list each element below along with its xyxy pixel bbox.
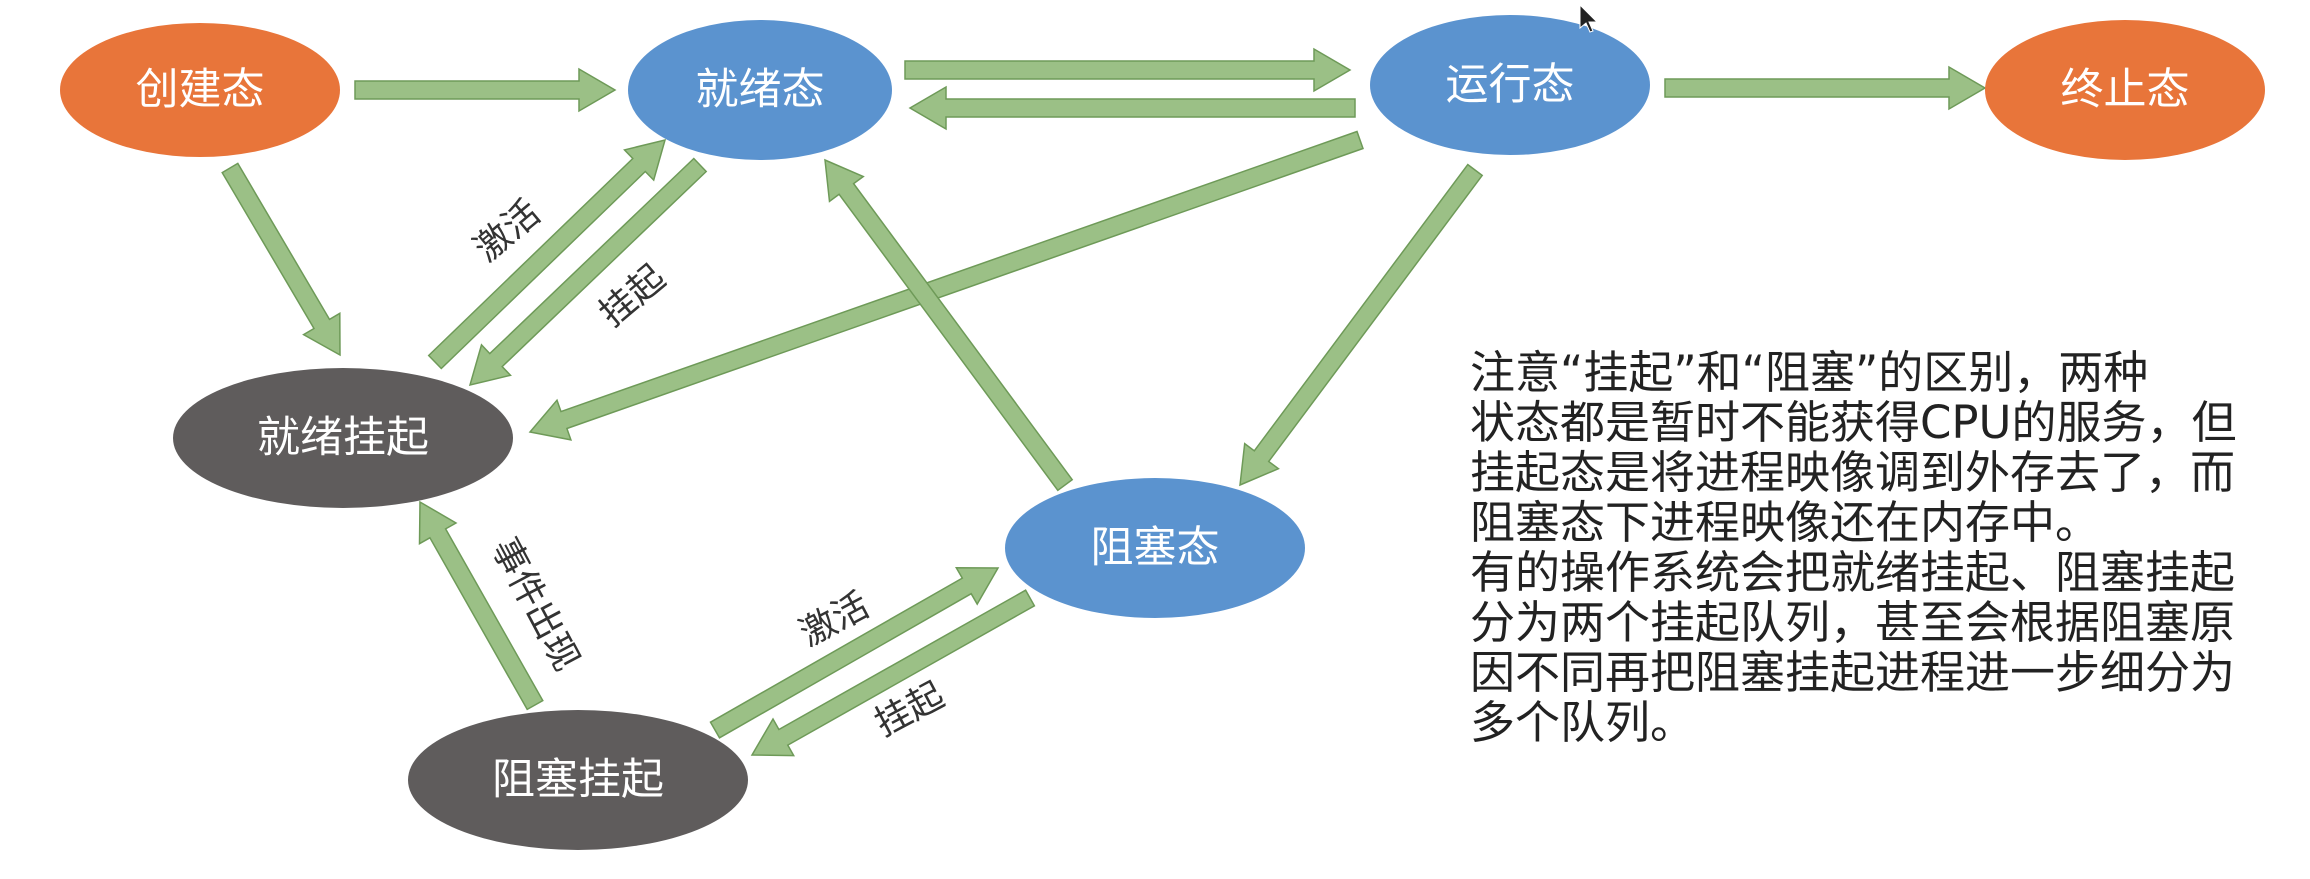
node-blocked: 阻塞态 <box>1005 478 1305 618</box>
arrow-ready-to-ready-suspend <box>468 157 708 387</box>
note-line: 挂起态是将进程映像调到外存去了，而 <box>1470 446 2236 499</box>
node-ready: 就绪态 <box>628 20 892 160</box>
arrow-blocked-to-blocked-suspend <box>750 589 1036 757</box>
arrow-blocked-suspend-to-blocked <box>709 566 1000 739</box>
node-blocked-suspend-label: 阻塞挂起 <box>492 755 664 805</box>
node-blocked-suspend: 阻塞挂起 <box>408 710 748 850</box>
note-line: 阻塞态下进程映像还在内存中。 <box>1470 496 2101 549</box>
node-create: 创建态 <box>60 23 340 157</box>
node-ready-label: 就绪态 <box>696 65 825 115</box>
note-line: 多个队列。 <box>1470 696 1696 749</box>
arrow-blocked-suspend-to-ready-suspend <box>418 500 544 711</box>
note-line: 分为两个挂起队列，甚至会根据阻塞原 <box>1470 596 2236 649</box>
note-line: 注意“挂起”和“阻塞”的区别，两种 <box>1470 346 2149 399</box>
mouse-cursor-icon <box>1579 3 1599 33</box>
arrow-ready-suspend-to-ready <box>427 138 667 370</box>
arrow-running-to-ready-suspend <box>528 130 1364 441</box>
note-text-block: 注意“挂起”和“阻塞”的区别，两种 状态都是暂时不能获得CPU的服务，但 挂起态… <box>1470 348 2295 748</box>
node-ready-suspend-label: 就绪挂起 <box>257 413 429 463</box>
arrow-create-to-ready-suspend <box>221 162 341 357</box>
arrow-create-to-ready <box>354 67 617 113</box>
node-running-label: 运行态 <box>1446 60 1575 110</box>
transition-arrows <box>221 47 1987 757</box>
note-line: 有的操作系统会把就绪挂起、阻塞挂起 <box>1470 546 2236 599</box>
arrow-blocked-to-ready <box>824 158 1074 492</box>
arrow-running-to-terminate <box>1664 65 1987 111</box>
arrow-ready-to-running <box>904 47 1352 93</box>
note-line: 状态都是暂时不能获得CPU的服务，但 <box>1470 396 2237 449</box>
node-running: 运行态 <box>1370 15 1650 155</box>
note-line: 因不同再把阻塞挂起进程进一步细分为 <box>1470 646 2236 699</box>
node-terminate-label: 终止态 <box>2061 65 2190 115</box>
node-ready-suspend: 就绪挂起 <box>173 368 513 508</box>
arrow-running-to-ready <box>908 85 1356 131</box>
node-terminate: 终止态 <box>1985 20 2265 160</box>
node-create-label: 创建态 <box>136 65 265 115</box>
arrow-running-to-blocked <box>1239 163 1484 487</box>
node-blocked-label: 阻塞态 <box>1091 523 1220 573</box>
